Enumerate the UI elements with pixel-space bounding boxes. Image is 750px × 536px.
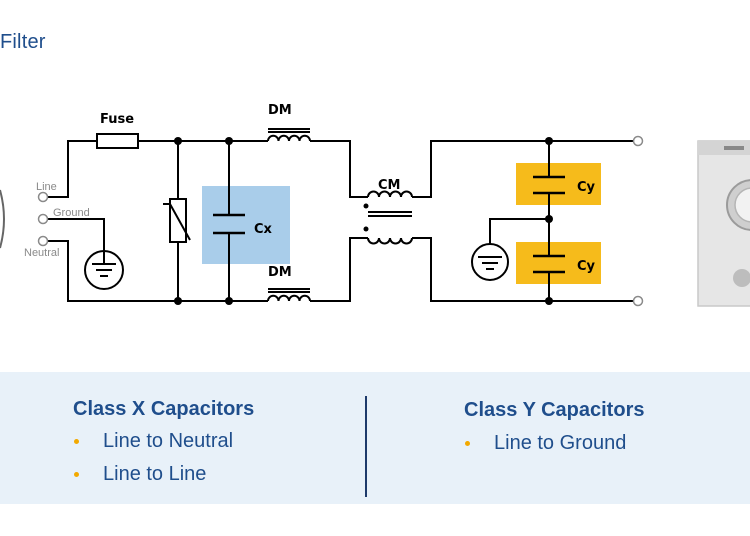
line-label: Line (36, 181, 57, 193)
class-y-heading: Class Y Capacitors (464, 399, 645, 421)
cm-dot-top (363, 203, 369, 209)
dm-top-inductor (267, 134, 311, 142)
right-bottom-wire (412, 237, 633, 302)
ground-symbol-right (471, 243, 509, 281)
junction-dot (174, 137, 182, 145)
right-top-wire (412, 140, 633, 198)
fuse-symbol (96, 133, 139, 149)
ground-label: Ground (53, 207, 90, 219)
dm-bottom-label: DM (268, 265, 292, 280)
ground-wire (48, 218, 105, 258)
cy-wire (489, 141, 550, 301)
class-x-item: Line to Neutral (103, 430, 234, 452)
cx-label: Cx (254, 222, 273, 237)
cy-top-label: Cy (577, 180, 596, 195)
line-terminal (37, 191, 49, 203)
class-x-heading: Class X Capacitors (73, 398, 255, 420)
junction-dot (545, 215, 553, 223)
cx-highlight-box (202, 186, 290, 264)
output-terminal-bottom (632, 295, 644, 307)
cm-bottom-winding (367, 237, 413, 245)
cy-top-highlight-box (516, 163, 601, 205)
appliance-icon (697, 140, 750, 307)
capacitor-classes-panel (0, 372, 750, 504)
dm-top-label: DM (268, 103, 292, 118)
junction-dot (225, 137, 233, 145)
bullet-dot (74, 472, 79, 477)
cm-top-winding (367, 190, 413, 198)
junction-dot (545, 297, 553, 305)
output-terminal-top (632, 135, 644, 147)
bottom-wire (48, 237, 368, 302)
bullet-dot (465, 441, 470, 446)
cy-bottom-label: Cy (577, 259, 596, 274)
dm-bottom-inductor (267, 294, 311, 302)
slide-title: Filter (0, 31, 46, 53)
neutral-label: Neutral (24, 247, 59, 259)
class-x-item: Line to Line (103, 463, 207, 485)
neutral-terminal (37, 235, 49, 247)
cm-label: CM (378, 178, 400, 193)
fuse-label: Fuse (100, 112, 134, 127)
slide-footer-space (0, 504, 750, 536)
junction-dot (174, 297, 182, 305)
ground-terminal (37, 213, 49, 225)
cm-dot-bottom (363, 226, 369, 232)
cy-bottom-highlight-box (516, 242, 601, 284)
junction-dot (225, 297, 233, 305)
plug-icon (0, 189, 5, 249)
emi-filter-schematic: Fuse DM DM CM Cx Cy Cy Line Ground Neutr… (0, 103, 750, 307)
varistor-slash (163, 203, 191, 241)
ground-symbol-left (84, 250, 124, 290)
varistor-symbol (169, 198, 187, 243)
panel-divider (365, 396, 367, 497)
bullet-dot (74, 439, 79, 444)
class-y-item: Line to Ground (494, 432, 627, 454)
junction-dot (545, 137, 553, 145)
top-wire (48, 140, 368, 198)
